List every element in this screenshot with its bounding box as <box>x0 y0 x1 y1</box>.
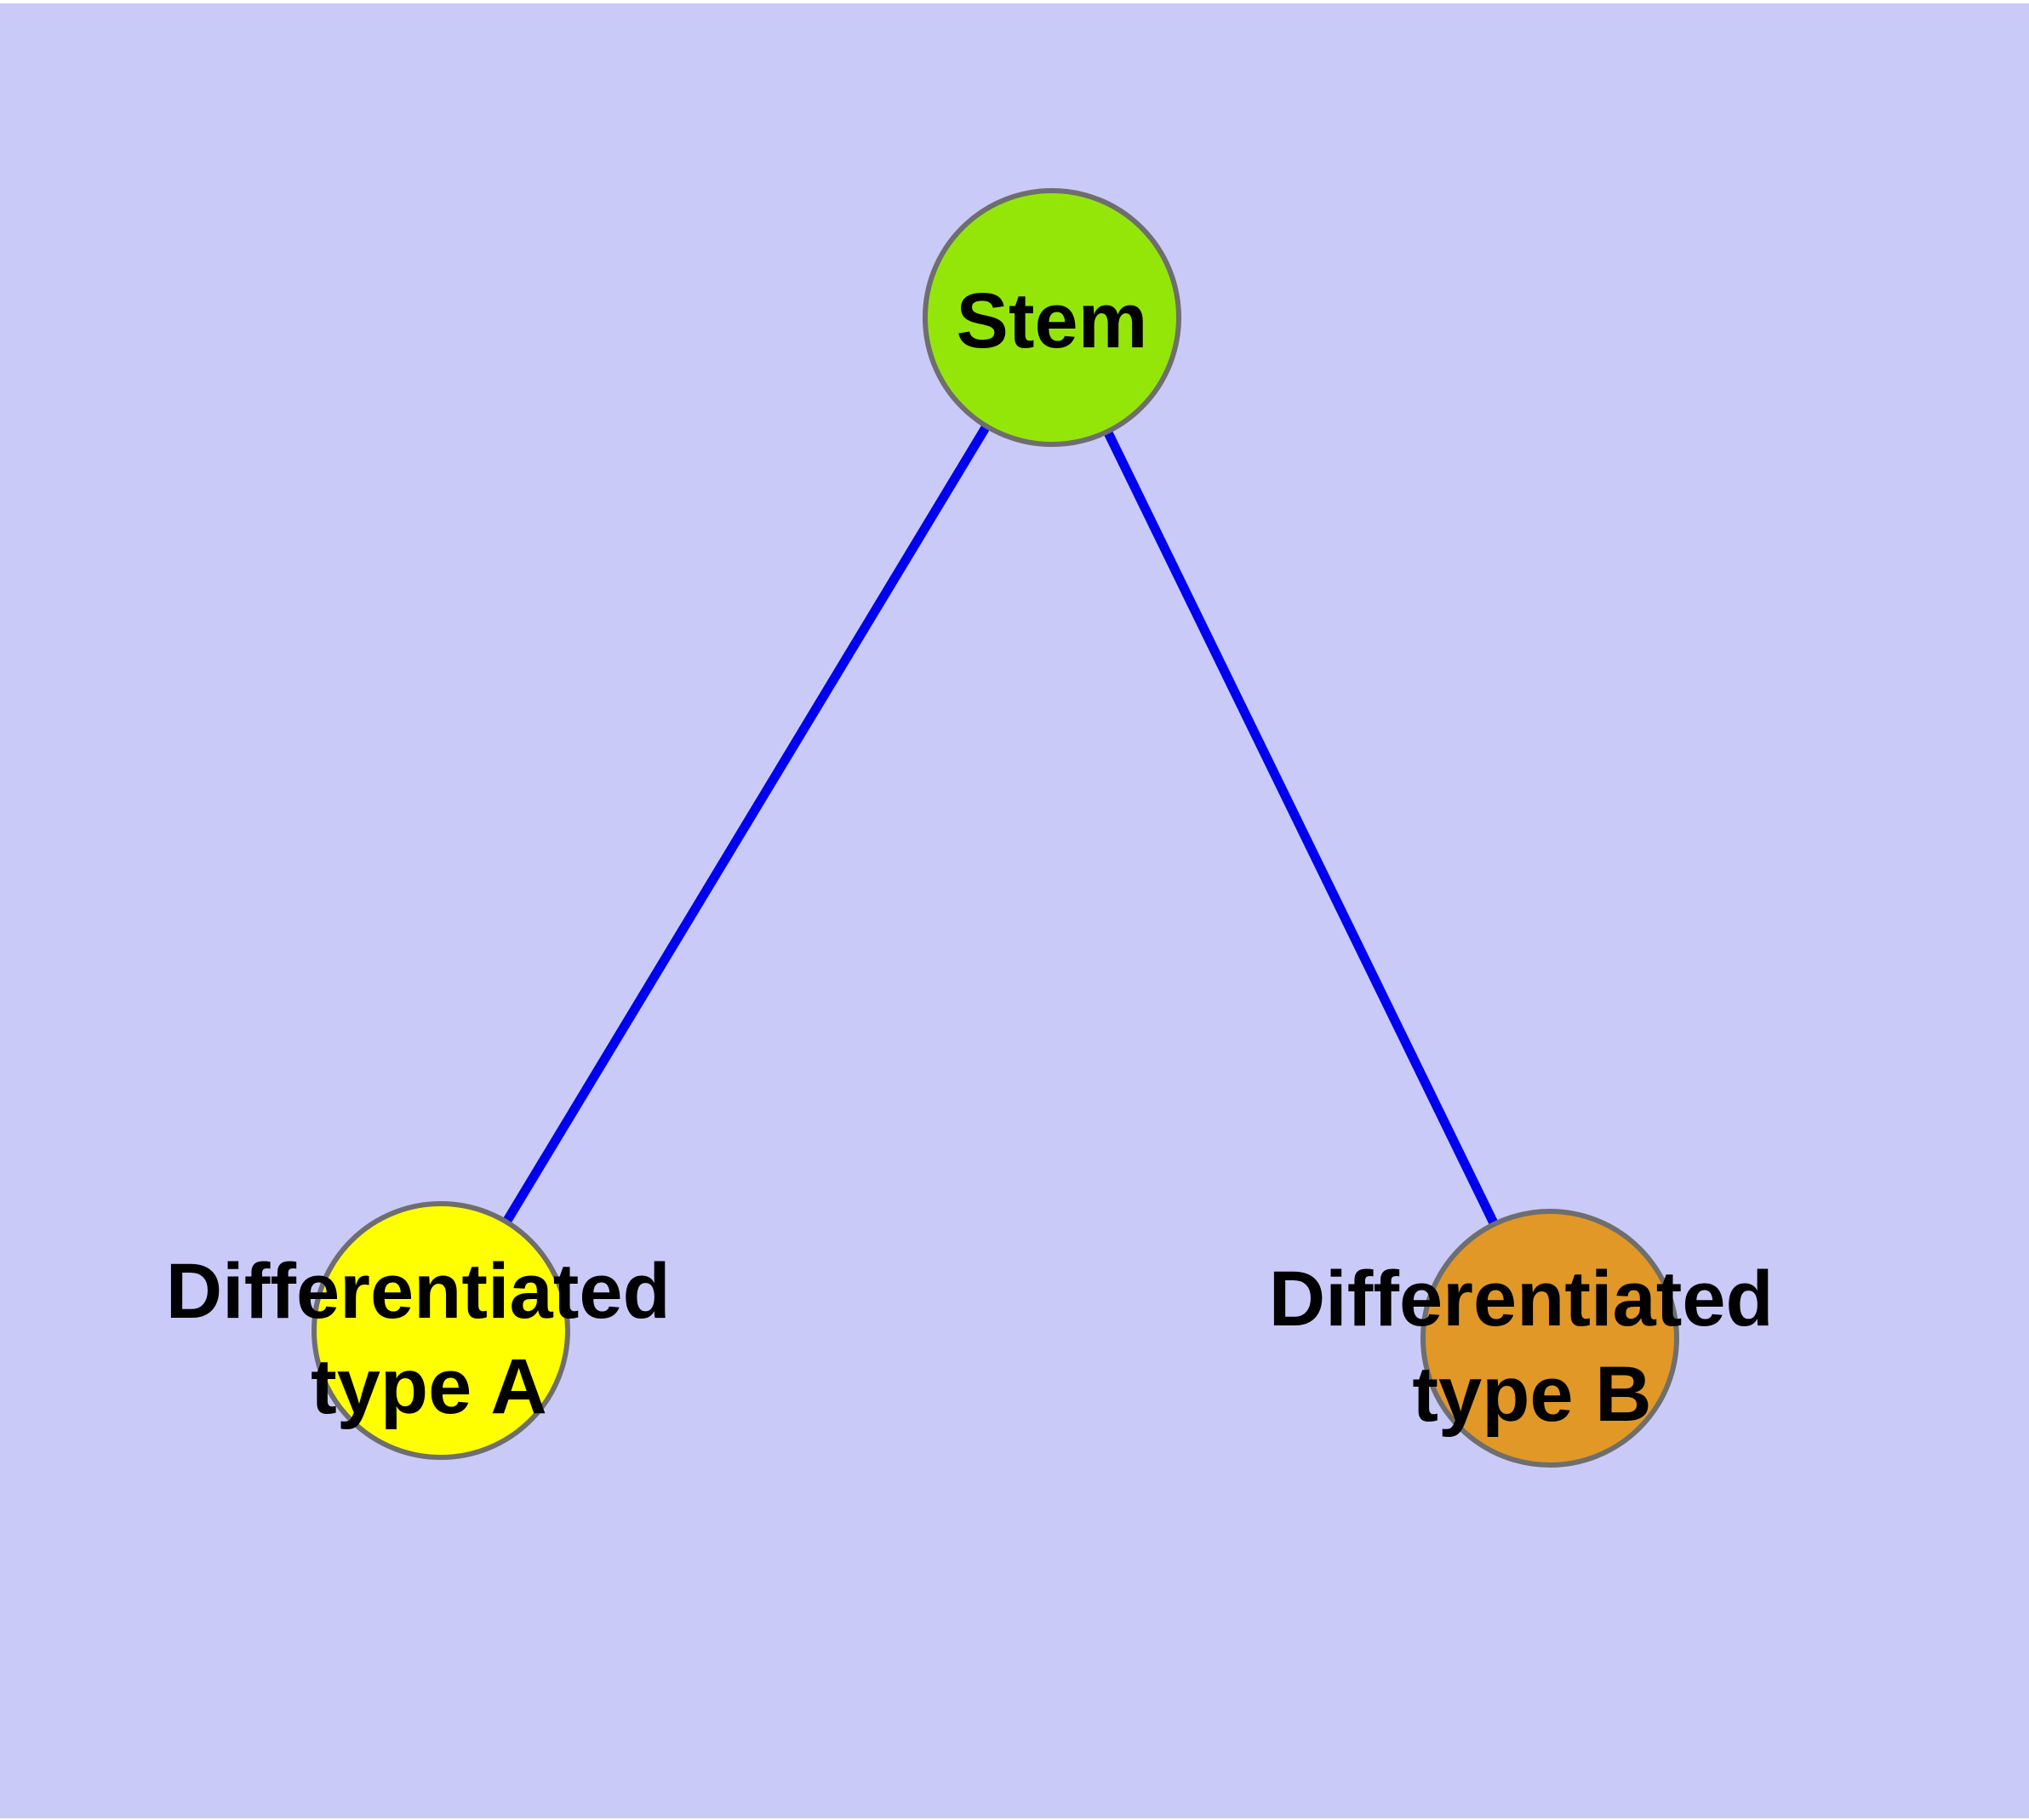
node-differentiated-type-b <box>1420 1209 1679 1468</box>
node-type-a-label-line1: Differentiated <box>166 1248 671 1335</box>
node-type-a-label-line2: type A <box>311 1343 547 1430</box>
edge-stem-to-type-b <box>1048 315 1554 1341</box>
node-differentiated-type-a <box>311 1201 570 1460</box>
node-stem-label: Stem <box>957 278 1148 364</box>
edge-stem-to-type-a <box>437 315 1056 1333</box>
node-type-b-label-line2: type B <box>1412 1351 1651 1438</box>
node-type-a-label: Differentiated type A <box>166 1248 693 1430</box>
node-type-b-label: Differentiated type B <box>1269 1256 1796 1438</box>
node-type-b-label-line1: Differentiated <box>1269 1256 1774 1342</box>
labels-layer: Stem Differentiated type A Differentiate… <box>166 278 1796 1438</box>
nodes-layer <box>311 188 1679 1468</box>
node-stem <box>923 188 1181 447</box>
edges-layer <box>437 315 1554 1341</box>
